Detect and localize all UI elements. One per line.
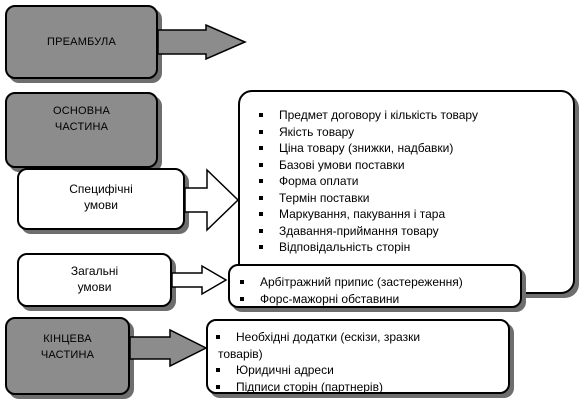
preamble-box	[5, 5, 158, 79]
general-terms-label-line1: Загальні	[70, 264, 119, 278]
list-item: Форма оплати	[255, 173, 478, 190]
main-part-box	[5, 92, 158, 168]
list-item-line2: товарів)	[218, 346, 263, 361]
list-item: Підписи сторін (партнерів)	[212, 379, 420, 396]
final-items-box	[206, 319, 510, 394]
general-items-list: Арбітражний припис (застереження) Форс-м…	[236, 274, 463, 307]
list-item: Арбітражний припис (застереження)	[236, 274, 463, 291]
list-item: Термін поставки	[255, 190, 478, 207]
main-part-label-line2: ЧАСТИНА	[54, 121, 109, 133]
list-item: Необхідні додатки (ескізи, зразки товарі…	[212, 329, 420, 362]
specific-terms-box	[17, 168, 185, 230]
list-item: Базові умови поставки	[255, 157, 478, 174]
specific-items-list: Предмет договору і кількість товару Якіс…	[255, 107, 478, 256]
preamble-arrow	[157, 23, 247, 61]
specific-terms-label-line1: Специфічні	[69, 182, 133, 196]
list-item: Ціна товару (знижки, надбавки)	[255, 140, 478, 157]
general-terms-arrow	[171, 264, 228, 296]
final-items-list: Необхідні додатки (ескізи, зразки товарі…	[212, 329, 420, 395]
general-terms-label-line2: умови	[77, 280, 112, 294]
final-part-box	[5, 317, 130, 395]
main-part-label-line1: ОСНОВНА	[52, 105, 111, 117]
general-items-box	[228, 264, 522, 308]
preamble-label: ПРЕАМБУЛА	[46, 36, 117, 48]
list-item: Форс-мажорні обставини	[236, 291, 463, 308]
list-item: Якість товару	[255, 124, 478, 141]
general-terms-box	[17, 253, 172, 307]
list-item: Предмет договору і кількість товару	[255, 107, 478, 124]
specific-terms-label-line2: умови	[84, 198, 118, 212]
specific-terms-arrow	[184, 168, 240, 232]
final-part-label-line2: ЧАСТИНА	[40, 349, 95, 361]
list-item: Відповідальність сторін	[255, 239, 478, 256]
list-item: Здавання-приймання товару	[255, 223, 478, 240]
list-item-line1: Необхідні додатки (ескізи, зразки	[236, 330, 421, 344]
final-part-arrow	[129, 328, 208, 368]
list-item: Юридичні адреси	[212, 362, 420, 379]
list-item: Маркування, пакування і тара	[255, 206, 478, 223]
final-part-label-line1: КІНЦЕВА	[43, 333, 92, 345]
